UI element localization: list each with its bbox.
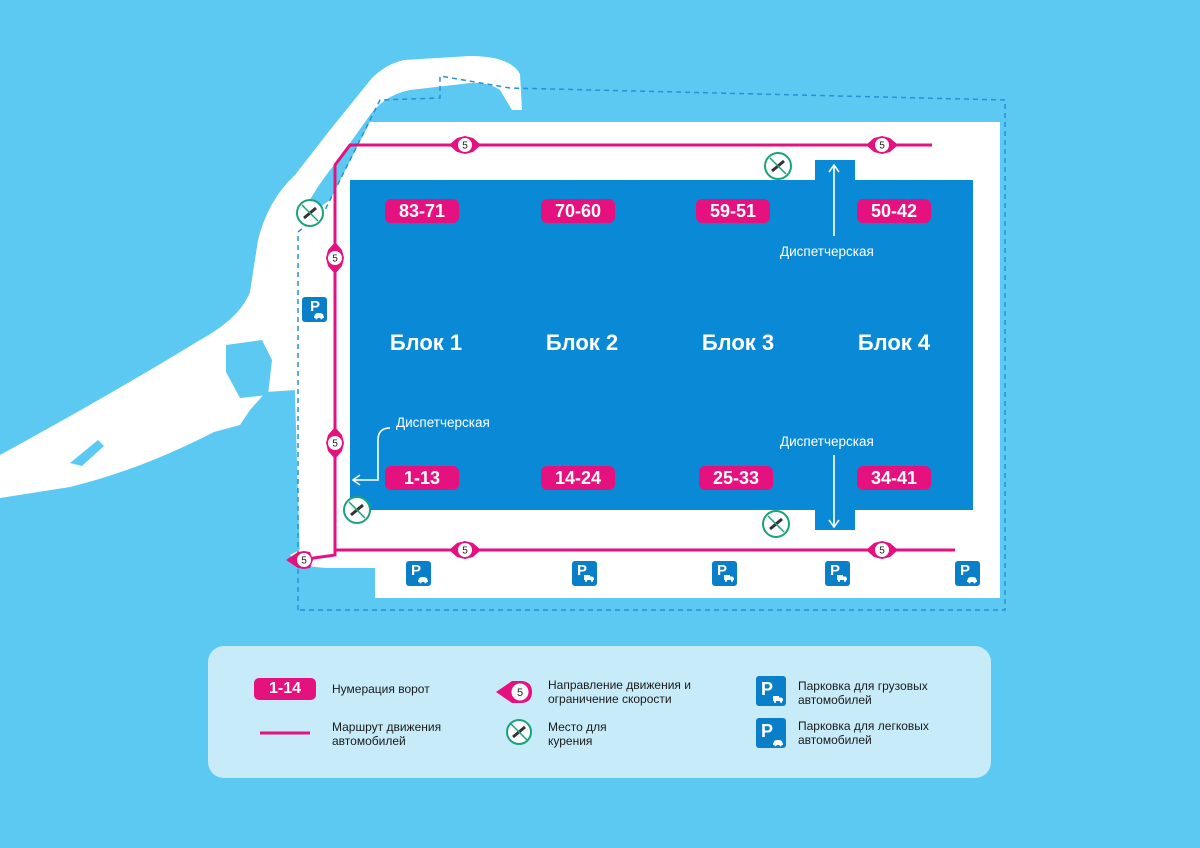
gate-label: 70-60	[541, 199, 615, 223]
svg-text:P: P	[761, 679, 773, 699]
gate-label: 14-24	[541, 466, 615, 490]
car-parking-icon: P	[302, 297, 327, 322]
legend-panel: 1-14 Нумерация ворот Маршрут движения ав…	[208, 646, 991, 778]
dispatch-notch-top	[815, 160, 855, 184]
dispatch-label: Диспетчерская	[780, 434, 874, 449]
legend-gate-sample: 1-14	[254, 678, 316, 700]
car-parking-icon: P	[756, 718, 786, 748]
block-label: Блок 1	[389, 330, 463, 355]
block-label: Блок 4	[857, 330, 931, 355]
dispatch-label: Диспетчерская	[780, 244, 874, 259]
access-road	[0, 56, 522, 498]
smoking-area-icon	[506, 719, 532, 745]
gate-label: 34-41	[857, 466, 931, 490]
svg-text:5: 5	[332, 439, 338, 450]
legend-smoking: Место для курения	[548, 720, 607, 748]
gate-label: 50-42	[857, 199, 931, 223]
gate-label: 25-33	[699, 466, 773, 490]
svg-text:5: 5	[462, 141, 468, 152]
site-boundary	[297, 75, 1006, 611]
svg-text:5: 5	[301, 556, 307, 567]
svg-text:P: P	[411, 562, 421, 579]
svg-text:5: 5	[517, 687, 523, 699]
inner-access-lane	[226, 340, 272, 398]
legend-car-parking: Парковка для легковых автомобилей	[798, 719, 929, 747]
island	[70, 440, 104, 466]
car-parking-icon: P	[406, 561, 431, 586]
svg-text:P: P	[577, 562, 587, 579]
dispatch-label: Диспетчерская	[396, 415, 490, 430]
svg-text:P: P	[830, 562, 840, 579]
speed-limit-marker-icon: 5	[496, 681, 532, 703]
car-parking-icon: P	[955, 561, 980, 586]
west-lane	[290, 200, 330, 562]
svg-text:P: P	[310, 298, 320, 315]
gate-label: 59-51	[696, 199, 770, 223]
truck-parking-icon: P	[825, 561, 850, 586]
route-line-icon	[260, 731, 310, 735]
block-label: Блок 2	[545, 330, 619, 355]
svg-text:5: 5	[332, 254, 338, 265]
gate-label: 83-71	[385, 199, 459, 223]
svg-text:P: P	[717, 562, 727, 579]
dispatch-arrows	[351, 163, 840, 529]
svg-text:5: 5	[462, 546, 468, 557]
legend-direction: Направление движения и ограничение скоро…	[548, 678, 691, 706]
legend-gate-numbering: Нумерация ворот	[332, 682, 430, 696]
svg-text:5: 5	[879, 141, 885, 152]
legend-truck-parking: Парковка для грузовых автомобилей	[798, 679, 928, 707]
svg-text:P: P	[960, 562, 970, 579]
speed-markers: 5 5 5 5 5 5 5	[286, 136, 898, 569]
svg-text:5: 5	[879, 546, 885, 557]
gate-label: 1-13	[385, 466, 459, 490]
svg-text:P: P	[761, 721, 773, 741]
block-label: Блок 3	[701, 330, 775, 355]
vehicle-route	[299, 143, 955, 562]
truck-parking-icon: P	[756, 676, 786, 706]
truck-parking-icon: P	[712, 561, 737, 586]
truck-parking-icon: P	[572, 561, 597, 586]
parking-signs: P P P P P P	[302, 297, 980, 586]
warehouse-building	[350, 180, 973, 510]
legend-route: Маршрут движения автомобилей	[332, 720, 442, 748]
smoking-areas	[296, 152, 792, 538]
